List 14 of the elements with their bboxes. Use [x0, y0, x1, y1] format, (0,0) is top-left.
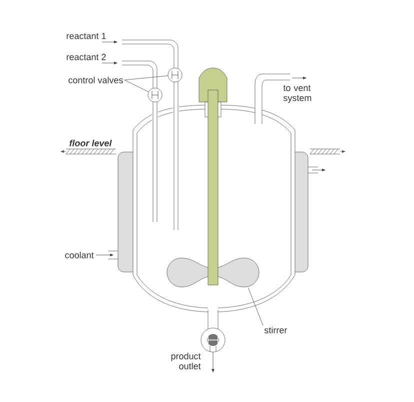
valve-symbol — [148, 88, 162, 102]
leader-line — [248, 288, 264, 326]
stirrer-paddle — [166, 258, 260, 288]
label: reactant 1 — [66, 32, 106, 40]
label: reactant 2 — [66, 54, 106, 60]
leader-line — [124, 80, 149, 92]
label: coolant — [65, 252, 94, 258]
label: to vent system — [283, 85, 312, 103]
label: product outlet — [171, 352, 201, 370]
floor-label: floor level — [70, 140, 112, 146]
callout-label: control valves — [68, 76, 123, 84]
callout-label: stirrer — [264, 326, 288, 334]
leader-line — [124, 76, 168, 80]
valve-symbol — [168, 68, 182, 82]
